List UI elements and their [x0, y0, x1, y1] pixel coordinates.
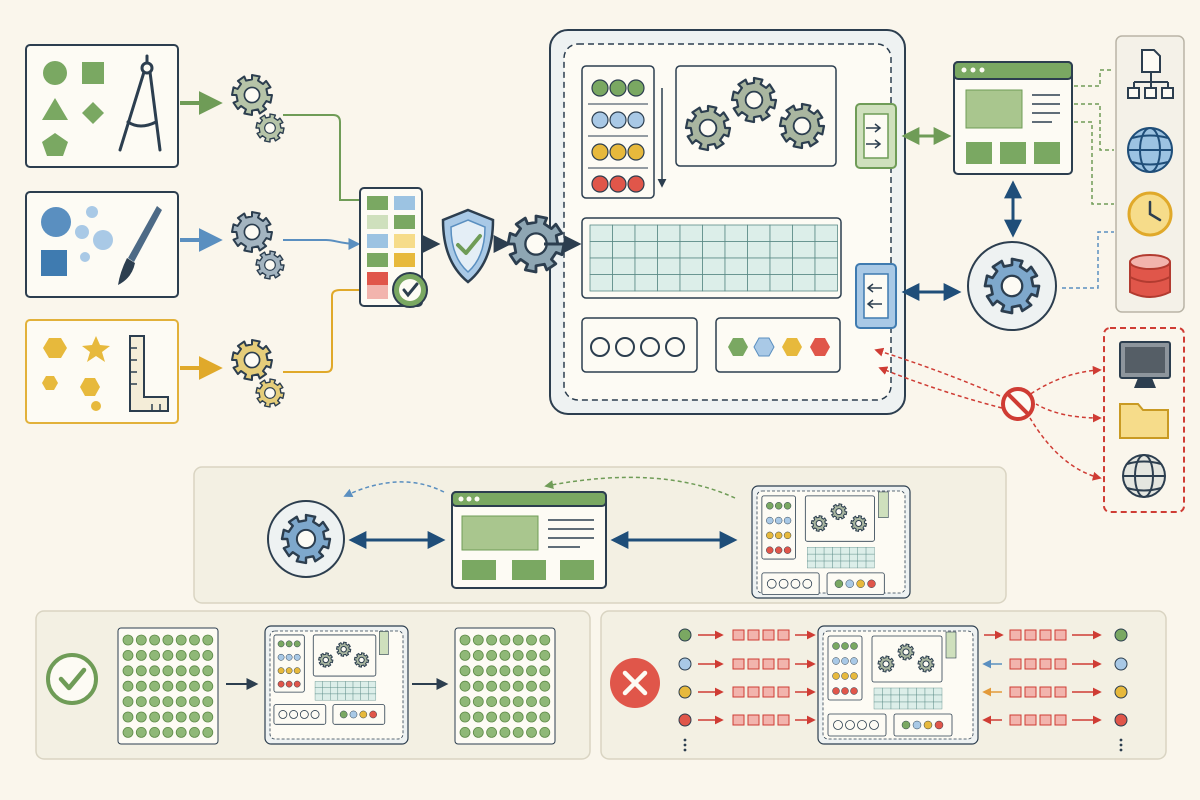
gear-icon [877, 655, 895, 673]
compass-icon [118, 54, 162, 152]
more-ellipsis [1119, 738, 1123, 752]
clock-icon [1127, 191, 1173, 237]
gear-icon [897, 643, 915, 661]
gear-icon [255, 250, 285, 280]
hexagon-icon [43, 338, 67, 358]
feedback-loop-panel [193, 466, 1007, 604]
blocked-resources-panel [1103, 327, 1185, 513]
diamond-icon [82, 102, 104, 124]
bubbles-icon [75, 206, 113, 262]
failure-row [678, 628, 1128, 642]
x-circle-icon [610, 658, 660, 708]
ruler-icon [129, 335, 169, 412]
hexagon-icon [80, 378, 100, 396]
no-entry-icon [1001, 387, 1035, 421]
gear-icon [983, 257, 1041, 315]
failure-row [678, 657, 1128, 671]
paintbrush-icon [118, 206, 162, 285]
gear-icon [353, 652, 370, 668]
gear-icon [917, 655, 935, 673]
square-icon [82, 62, 104, 84]
gear-icon [280, 513, 332, 565]
browser-window-icon [451, 491, 607, 589]
check-circle-icon [46, 653, 98, 705]
shield-check-icon [441, 208, 495, 284]
source-card-hexagon [25, 319, 179, 424]
check-badge-icon [392, 272, 428, 308]
failure-row [678, 685, 1128, 699]
globe-icon [1127, 127, 1173, 173]
port-blue [855, 263, 897, 329]
hexagon-icon [42, 376, 58, 390]
success-outcome-panel [35, 610, 591, 760]
mini-system-diagram [751, 485, 911, 599]
browser-window-icon [953, 61, 1073, 175]
gear-icon [850, 515, 867, 532]
colored-hexagons-panel [715, 317, 841, 373]
gear-icon [684, 104, 732, 152]
mini-system-diagram [817, 625, 979, 745]
folder-icon [1119, 403, 1169, 439]
gear-service-node [967, 241, 1057, 331]
gear-icon [255, 113, 285, 143]
gear-icon [318, 652, 334, 668]
merged-palette-card [359, 187, 428, 308]
source-card-paint [25, 191, 179, 298]
data-points-grid [117, 627, 219, 745]
gear-icon [231, 339, 273, 381]
gear-icon [231, 74, 273, 116]
failure-outcome-panel [600, 610, 1167, 760]
main-system-container [549, 29, 906, 415]
monitor-icon [1119, 341, 1171, 388]
source-card-shapes [25, 44, 179, 168]
gear-icon [830, 503, 848, 521]
document-tree-icon [1127, 49, 1174, 99]
port-green [855, 103, 897, 169]
mini-system-diagram [264, 625, 409, 745]
gear-pair-blue [231, 211, 285, 280]
gear-icon [506, 214, 566, 274]
gear-service-node [267, 500, 345, 578]
palette-panel [581, 65, 667, 199]
triangle-icon [42, 98, 68, 120]
gear-icon [506, 214, 566, 274]
data-points-grid [454, 627, 556, 745]
star-icon [82, 336, 110, 362]
data-grid-panel [581, 217, 842, 299]
pentagon-icon [42, 133, 68, 156]
gear-pair-green [231, 74, 285, 143]
circle-icon [41, 207, 71, 237]
gear-icon [231, 211, 273, 253]
external-services-panel [1115, 35, 1185, 313]
processing-gears-panel [675, 65, 837, 167]
gear-icon [336, 641, 352, 657]
empty-slots-panel [581, 317, 698, 373]
gear-pair-yellow [231, 339, 285, 408]
circle-icon [43, 61, 67, 85]
failure-row [678, 713, 1128, 727]
gear-icon [778, 102, 826, 150]
database-icon [1129, 254, 1171, 298]
gear-icon [255, 378, 285, 408]
gear-icon [730, 76, 778, 124]
globe-icon [1122, 454, 1166, 498]
more-ellipsis [683, 738, 687, 752]
gear-icon [810, 515, 828, 532]
square-icon [41, 250, 67, 276]
